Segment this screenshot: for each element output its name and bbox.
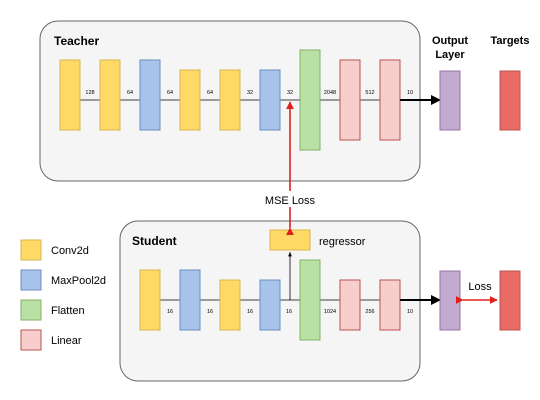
teacher-linear-layer xyxy=(339,59,361,141)
teacher-conv2d-layer xyxy=(179,69,201,131)
targets-header: Targets xyxy=(491,35,530,47)
student-linear-layer xyxy=(379,279,401,331)
loss-label: Loss xyxy=(468,281,492,293)
student-dim-label: 10 xyxy=(407,309,413,315)
teacher-dim-label: 64 xyxy=(167,90,173,96)
student-dim-label: 16 xyxy=(207,309,213,315)
student-flatten-layer xyxy=(299,259,321,341)
mse-loss-label: MSE Loss xyxy=(265,195,316,207)
teacher-dim-label: 32 xyxy=(287,90,293,96)
legend-label-maxpool2d: MaxPool2d xyxy=(51,275,106,287)
teacher-dim-label: 512 xyxy=(365,90,374,96)
teacher-conv2d-layer xyxy=(99,59,121,131)
student-output-layer xyxy=(439,270,461,331)
legend-label-linear: Linear xyxy=(51,335,82,347)
teacher-flatten-layer xyxy=(299,49,321,151)
student-maxpool2d-layer xyxy=(179,269,201,331)
teacher-dim-label: 128 xyxy=(85,90,94,96)
mse-loss-label-bg xyxy=(258,191,322,207)
student-title: Student xyxy=(132,234,177,248)
student-dim-label: 256 xyxy=(365,309,374,315)
student-conv2d-layer xyxy=(139,269,161,331)
teacher-conv2d-layer xyxy=(219,69,241,131)
legend-label-conv2d: Conv2d xyxy=(51,245,89,257)
regressor-label: regressor xyxy=(319,236,366,248)
legend-swatch-flatten xyxy=(20,299,42,321)
teacher-dim-label: 32 xyxy=(247,90,253,96)
student-dim-label: 16 xyxy=(247,309,253,315)
student-maxpool2d-layer xyxy=(259,279,281,331)
legend-label-flatten: Flatten xyxy=(51,305,85,317)
student-dim-label: 1024 xyxy=(324,309,336,315)
regressor-box xyxy=(269,229,311,251)
student-conv2d-layer xyxy=(219,279,241,331)
teacher-dim-label: 64 xyxy=(207,90,213,96)
output-layer-header-line1: Output xyxy=(432,35,468,47)
teacher-maxpool2d-layer xyxy=(259,69,281,131)
teacher-linear-layer xyxy=(379,59,401,141)
legend-swatch-maxpool2d xyxy=(20,269,42,291)
output-layer-header-line2: Layer xyxy=(435,49,465,61)
teacher-dim-label: 64 xyxy=(127,90,133,96)
teacher-dim-label: 10 xyxy=(407,90,413,96)
student-dim-label: 16 xyxy=(286,309,292,315)
student-target xyxy=(499,270,521,331)
student-dim-label: 16 xyxy=(167,309,173,315)
teacher-conv2d-layer xyxy=(59,59,81,131)
teacher-output-layer xyxy=(439,70,461,131)
student-linear-layer xyxy=(339,279,361,331)
legend-swatch-conv2d xyxy=(20,239,42,261)
legend: Conv2d MaxPool2d Flatten Linear xyxy=(20,239,106,351)
teacher-target xyxy=(499,70,521,131)
teacher-title: Teacher xyxy=(54,34,99,48)
teacher-dim-label: 2048 xyxy=(324,90,336,96)
legend-swatch-linear xyxy=(20,329,42,351)
teacher-maxpool2d-layer xyxy=(139,59,161,131)
